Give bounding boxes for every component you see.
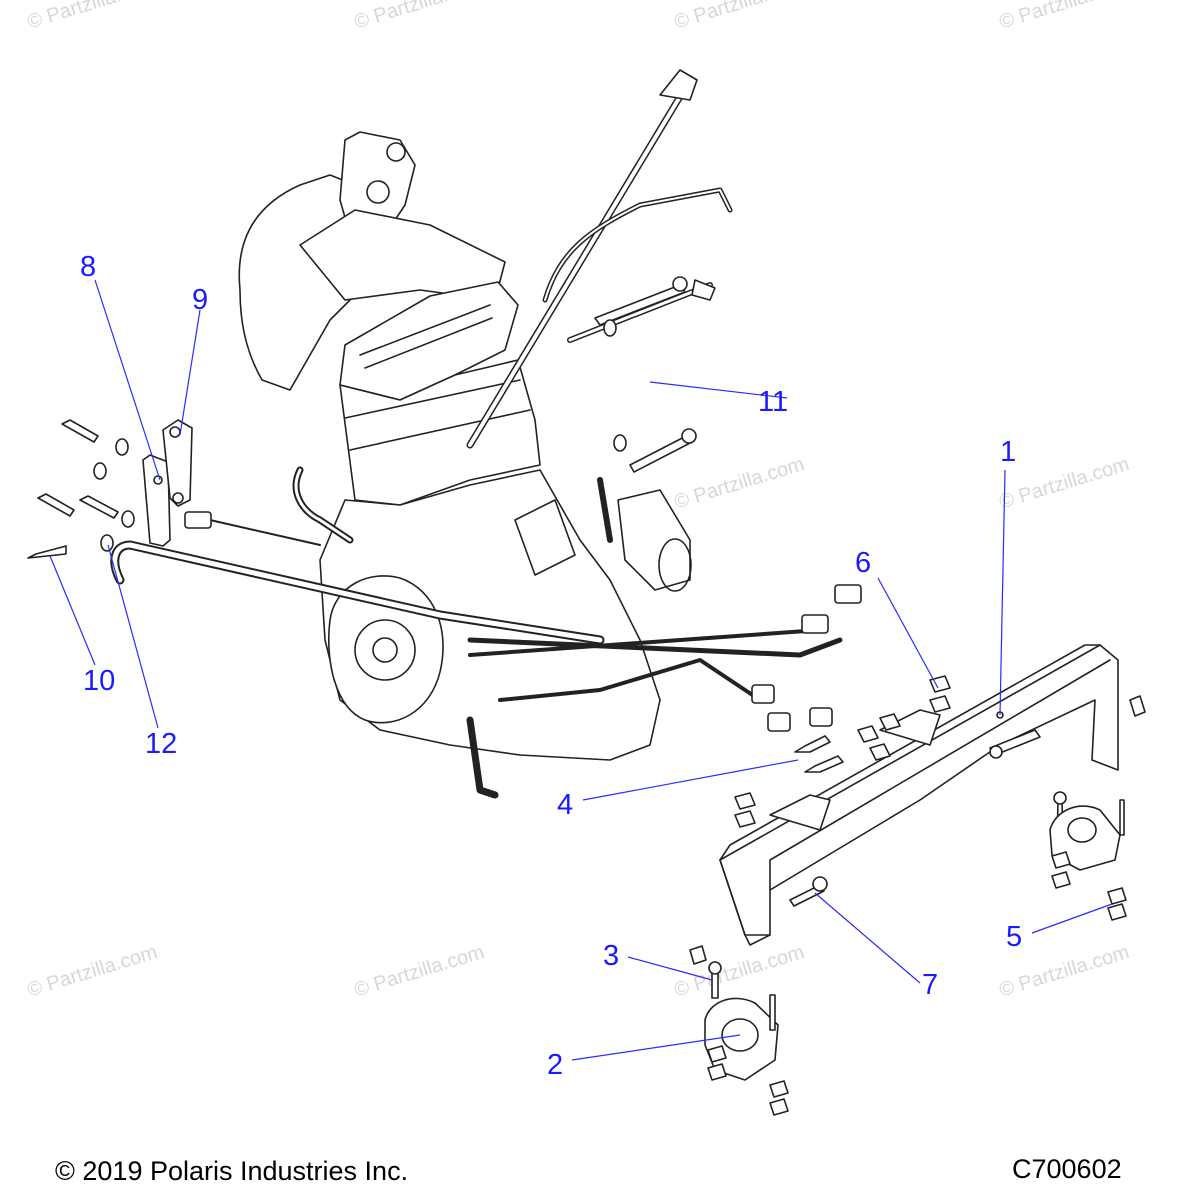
connector xyxy=(801,614,829,634)
nut-6 xyxy=(929,675,951,693)
connector xyxy=(834,584,862,604)
connector xyxy=(751,684,775,704)
bracket-9 xyxy=(162,419,193,507)
oil-cooler xyxy=(514,499,576,576)
connector xyxy=(809,707,833,727)
intake-plenum xyxy=(299,209,506,301)
callout-11-alt[interactable]: 12 xyxy=(145,728,178,760)
callout-6[interactable]: 6 xyxy=(855,547,872,579)
engine-mount-2 xyxy=(704,997,779,1081)
callout-8[interactable]: 8 xyxy=(80,251,97,283)
callout-5[interactable]: 5 xyxy=(1006,921,1023,953)
callout-10[interactable]: 10 xyxy=(83,665,116,697)
connector xyxy=(184,511,212,529)
callout-3[interactable]: 3 xyxy=(603,940,620,972)
bolt-11-upper xyxy=(594,284,686,326)
leader-lines xyxy=(49,279,1113,1061)
bolts-4 xyxy=(794,713,901,773)
callout-2[interactable]: 2 xyxy=(547,1049,564,1081)
copyright-text: © 2019 Polaris Industries Inc. xyxy=(55,1156,409,1186)
connector xyxy=(767,712,791,732)
callout-9[interactable]: 9 xyxy=(192,284,209,316)
hoses xyxy=(110,69,843,799)
bracket-8 xyxy=(142,454,171,547)
engine-assembly xyxy=(238,131,692,761)
diagram-code: C700602 xyxy=(1012,1154,1122,1184)
callout-4[interactable]: 4 xyxy=(557,789,574,821)
callout-1[interactable]: 1 xyxy=(1000,436,1017,468)
callout-7[interactable]: 7 xyxy=(922,969,939,1001)
bolts-left xyxy=(27,419,135,559)
oil-filter xyxy=(617,489,691,591)
callout-11[interactable]: 11 xyxy=(758,386,789,418)
